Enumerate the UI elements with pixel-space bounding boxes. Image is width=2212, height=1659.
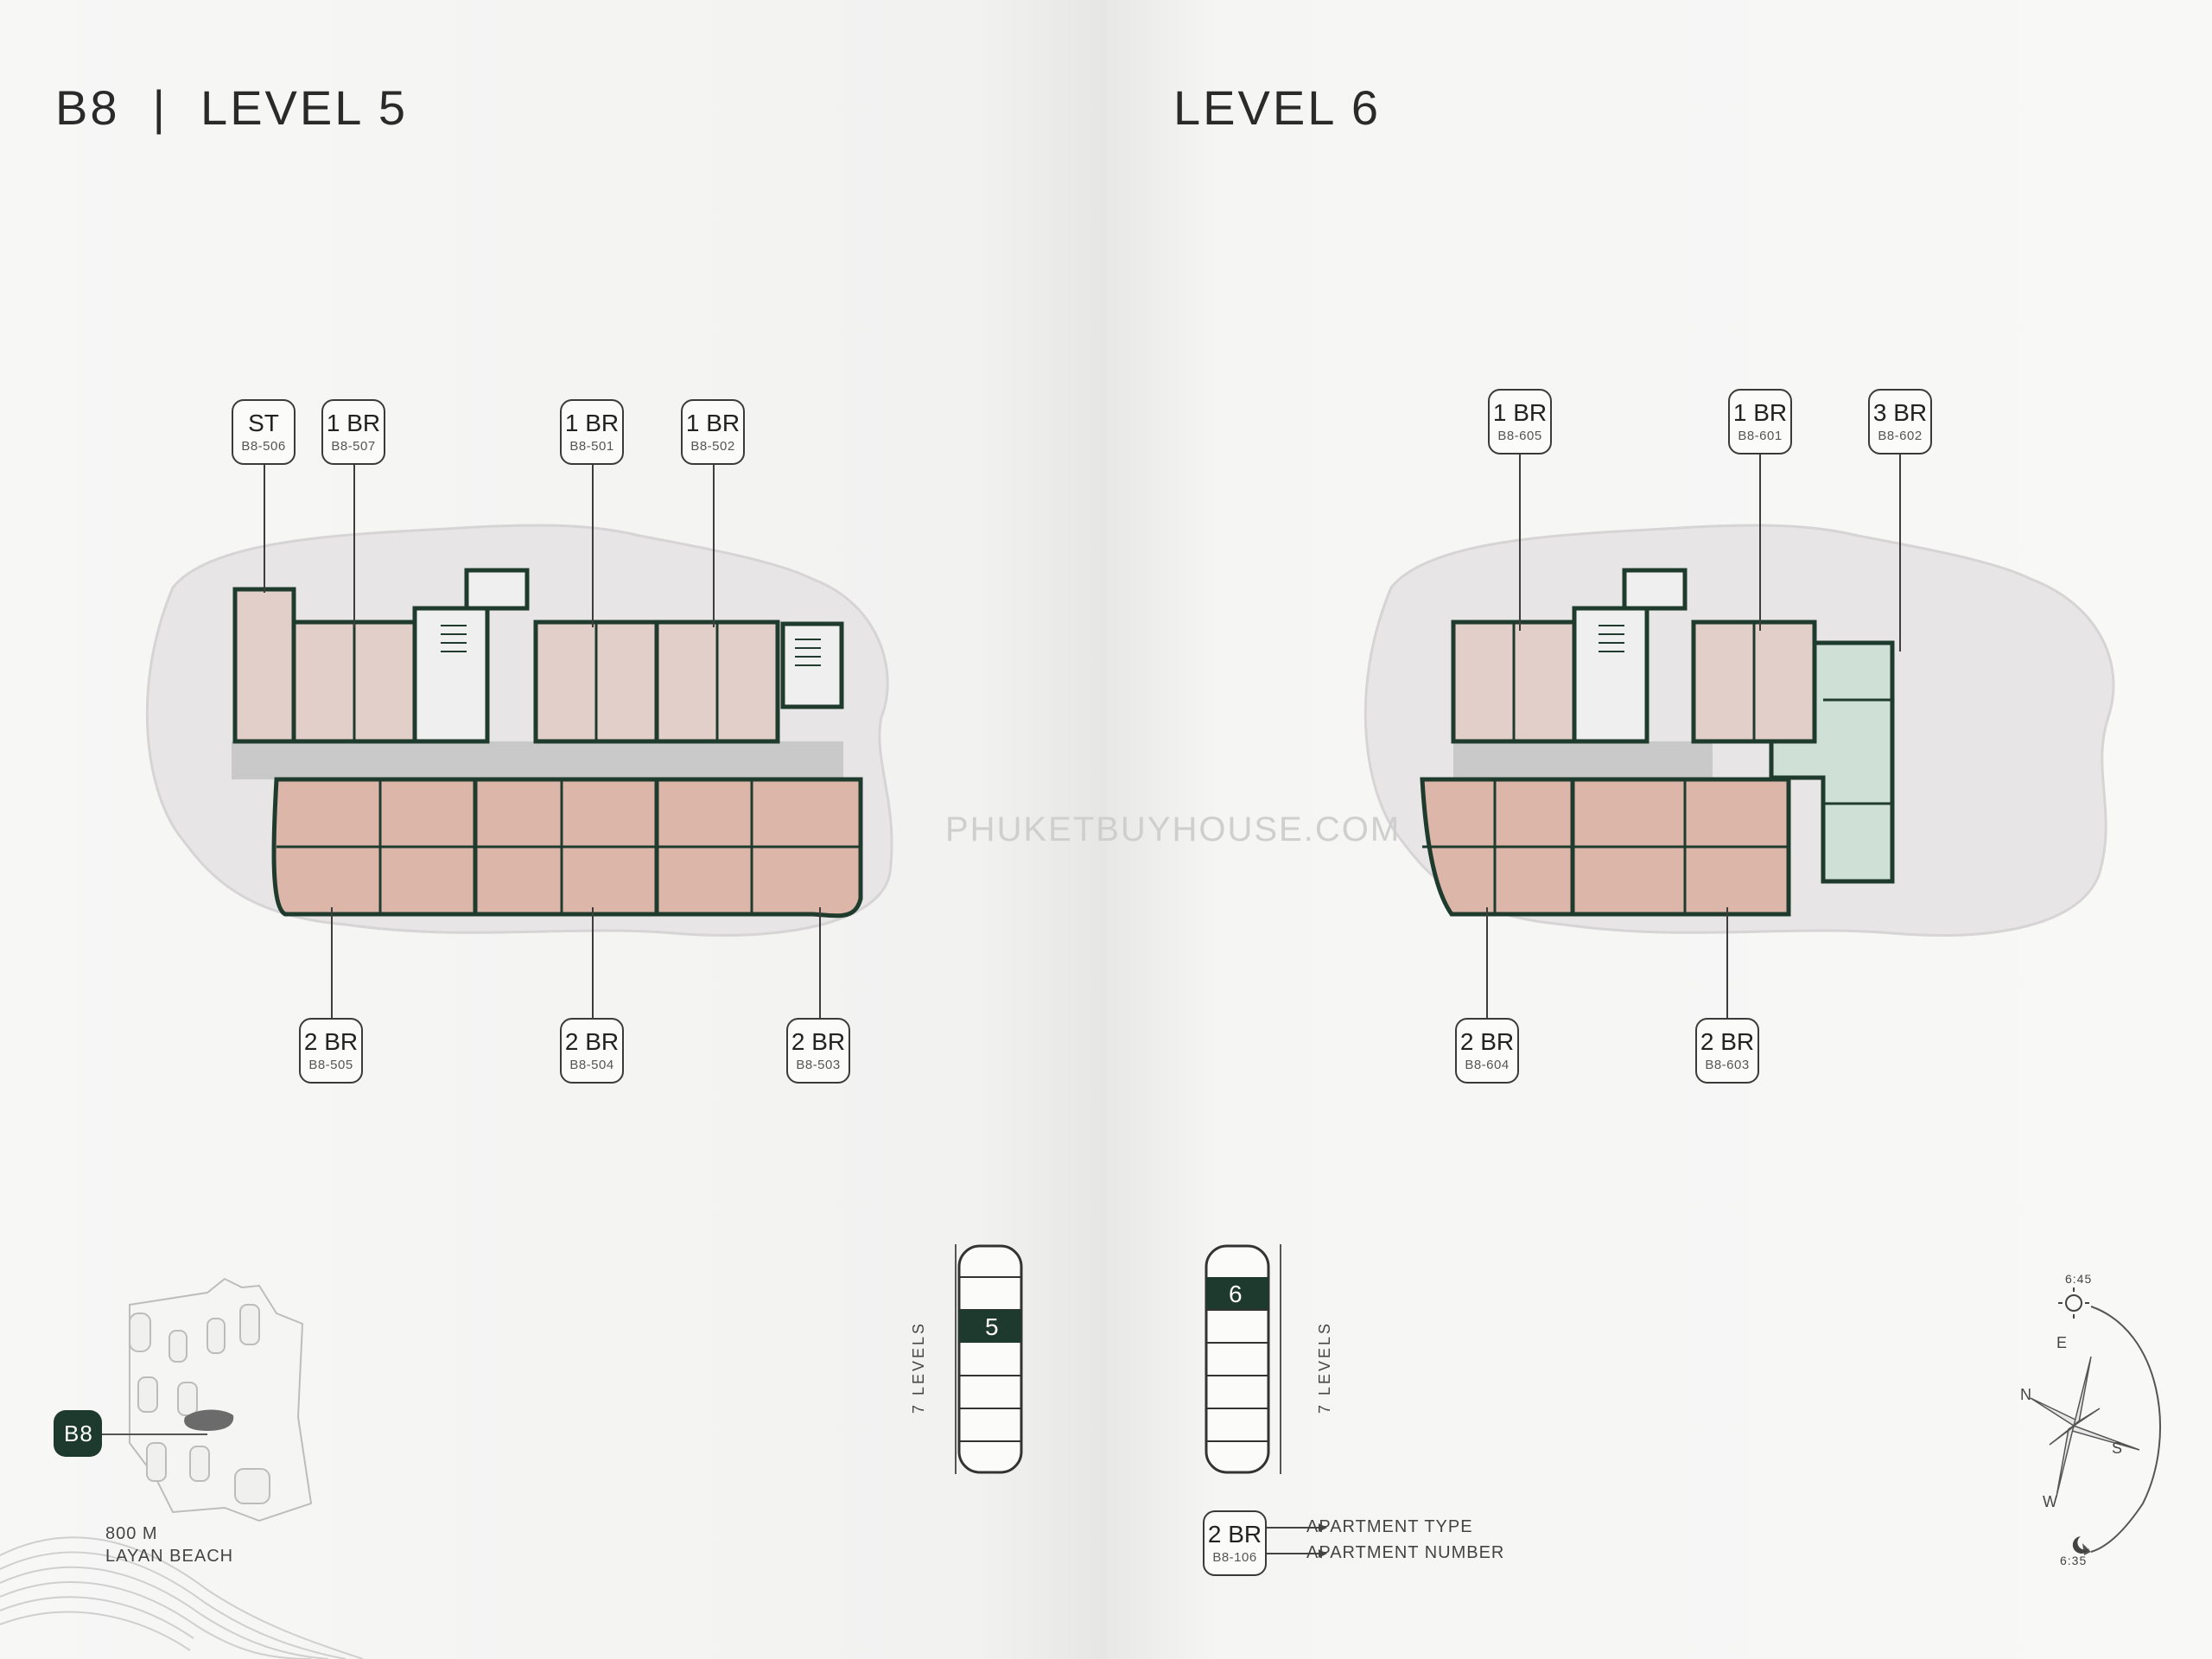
unit-tag-b8-605: 1 BR B8-605	[1488, 389, 1552, 454]
legend-arrows	[1267, 1523, 1327, 1558]
floor-plan-level-6	[1363, 524, 2115, 937]
moon-icon	[2072, 1536, 2089, 1554]
sun-icon	[2058, 1287, 2089, 1319]
leader-line	[592, 463, 594, 627]
current-level-number: 5	[985, 1313, 1000, 1340]
beach-label: LAYAN BEACH	[105, 1547, 234, 1566]
left-page-heading: B8 | LEVEL 5	[55, 79, 408, 136]
heading-separator: |	[152, 80, 168, 135]
leader-line	[1486, 907, 1488, 1046]
interior-walls	[276, 622, 861, 914]
unit-tag-b8-503: 2 BR B8-503	[786, 1018, 850, 1084]
compass-north: N	[2020, 1386, 2032, 1403]
corridor	[232, 741, 843, 779]
sunrise-time: 6:45	[2065, 1272, 2093, 1286]
site-map	[0, 1277, 364, 1659]
unit-number: B8-604	[1465, 1058, 1510, 1072]
unit-type: 2 BR	[1459, 1028, 1515, 1055]
unit-number: B8-504	[569, 1058, 614, 1072]
distance-label: 800 M	[105, 1524, 158, 1543]
unit-number: B8-505	[308, 1058, 353, 1072]
leader-line	[331, 907, 333, 1046]
site-map-badge: B8	[64, 1421, 93, 1446]
unit-type: 1 BR	[685, 410, 741, 436]
leader-line	[592, 907, 594, 1046]
right-page-heading: LEVEL 6	[1173, 79, 1381, 136]
unit-number: B8-506	[241, 439, 286, 454]
legend-type-label: APARTMENT TYPE	[1306, 1517, 1473, 1536]
stairs	[441, 625, 821, 666]
watermark: PHUKETBUYHOUSE.COM	[945, 810, 1402, 849]
unit-type: 1 BR	[326, 410, 381, 436]
sunset-time: 6:35	[2060, 1554, 2088, 1567]
leader-line	[353, 463, 355, 627]
unit-tag-b8-502: 1 BR B8-502	[681, 399, 745, 465]
leader-line	[1519, 453, 1521, 631]
leader-line	[819, 907, 821, 1046]
unit-number: B8-507	[331, 439, 376, 454]
unit-tag-b8-603: 2 BR B8-603	[1695, 1018, 1759, 1084]
unit-type: 1 BR	[1732, 399, 1788, 426]
level-stack-indicator	[1205, 1244, 1281, 1474]
unit-type: 3 BR	[1872, 399, 1928, 426]
levels-count-label: 7 LEVELS	[1316, 1320, 1334, 1414]
unit-type: 1 BR	[564, 410, 620, 436]
leader-line	[1899, 453, 1901, 652]
building-label: B8	[55, 80, 120, 135]
unit-number: B8-601	[1738, 429, 1783, 443]
corridor	[1453, 741, 1713, 779]
unit-number: B8-502	[690, 439, 735, 454]
unit-number: B8-503	[796, 1058, 841, 1072]
leader-line	[1726, 907, 1728, 1046]
current-level-number: 6	[1229, 1281, 1243, 1307]
compass-east: E	[2056, 1334, 2069, 1351]
compass-south: S	[2112, 1440, 2124, 1457]
unit-type: 2 BR	[1700, 1028, 1755, 1055]
right-page: LEVEL 6	[1106, 0, 2212, 1659]
legend-sample-tag: 2 BR B8-106	[1203, 1510, 1267, 1576]
level-title: LEVEL 5	[200, 80, 409, 135]
unit-type: 2 BR	[303, 1028, 359, 1055]
leader-line	[713, 463, 715, 627]
unit-type: 2 BR	[791, 1028, 846, 1055]
floor-plan-level-5	[145, 524, 893, 937]
unit-number: B8-602	[1878, 429, 1923, 443]
unit-tag-b8-501: 1 BR B8-501	[560, 399, 624, 465]
unit-number: B8-603	[1705, 1058, 1750, 1072]
unit-tag-b8-505: 2 BR B8-505	[299, 1018, 363, 1084]
stairs	[1599, 625, 1624, 652]
legend-type: 2 BR	[1207, 1521, 1262, 1548]
three-bedroom-unit	[1769, 640, 1895, 884]
level-title: LEVEL 6	[1173, 80, 1381, 135]
compass-west: W	[2043, 1493, 2058, 1510]
compass-rose	[2030, 1287, 2161, 1555]
leader-line	[1759, 453, 1761, 631]
unit-number: B8-501	[569, 439, 614, 454]
unit-type: ST	[248, 410, 279, 436]
legend-number-label: APARTMENT NUMBER	[1306, 1543, 1505, 1562]
unit-tag-b8-507: 1 BR B8-507	[321, 399, 385, 465]
unit-type: 1 BR	[1492, 399, 1548, 426]
compass-star	[2030, 1356, 2140, 1497]
legend-number: B8-106	[1212, 1550, 1257, 1565]
level-stack-indicator	[955, 1244, 1023, 1474]
left-page: B8 | LEVEL 5	[0, 0, 1106, 1659]
unit-tag-b8-602: 3 BR B8-602	[1868, 389, 1932, 454]
interior-walls	[1422, 622, 1892, 914]
unit-tag-b8-504: 2 BR B8-504	[560, 1018, 624, 1084]
unit-tag-b8-604: 2 BR B8-604	[1455, 1018, 1519, 1084]
unit-number: B8-605	[1497, 429, 1542, 443]
levels-count-label: 7 LEVELS	[910, 1320, 928, 1414]
unit-tag-b8-601: 1 BR B8-601	[1728, 389, 1792, 454]
unit-type: 2 BR	[564, 1028, 620, 1055]
unit-tag-b8-506: ST B8-506	[232, 399, 296, 465]
leader-line	[264, 463, 265, 593]
